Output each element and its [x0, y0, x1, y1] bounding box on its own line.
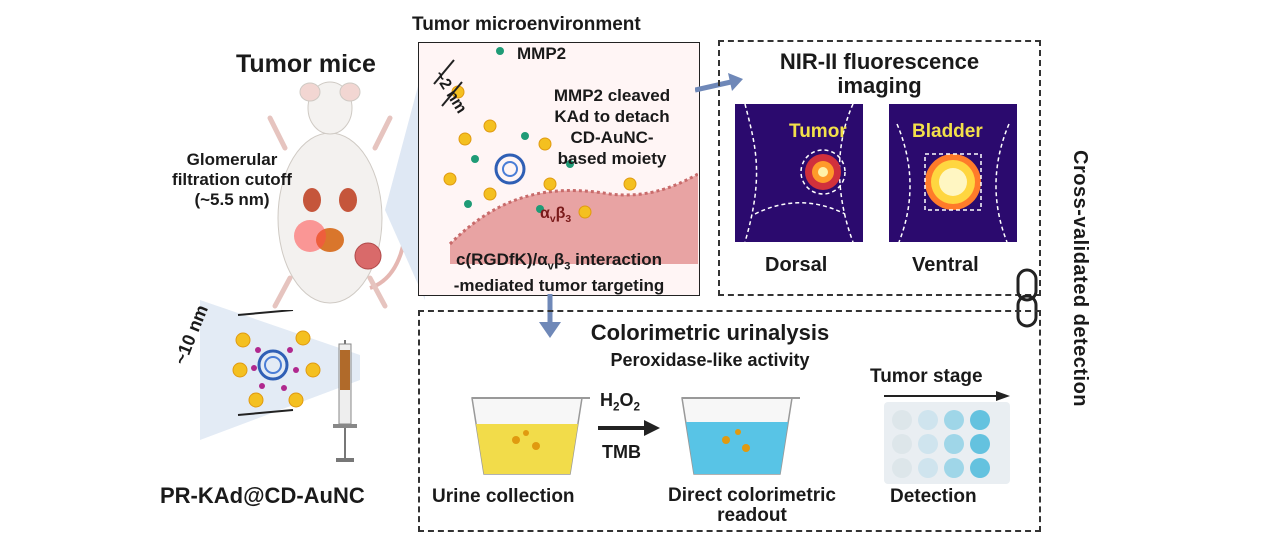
well-plate-illustration: [884, 402, 1010, 484]
direct-readout-label: Direct colorimetric readout: [632, 486, 872, 526]
probe-name: PR-KAd@CD-AuNC: [160, 483, 365, 508]
tme-illustration: [433, 47, 698, 264]
h2o2-o: O: [619, 390, 634, 410]
urine-collection-label: Urine collection: [432, 486, 575, 507]
light-fan-decoration: [385, 60, 425, 300]
cleave-line-4: based moiety: [557, 149, 667, 168]
ventral-nir-image: [889, 104, 1017, 242]
colorimetric-box: [418, 310, 1041, 532]
integrin-beta: β: [555, 205, 566, 222]
readout-line-2: readout: [717, 505, 787, 526]
cleave-line-1: MMP2 cleaved: [553, 86, 671, 105]
tumor-mouse-illustration: [267, 81, 412, 309]
arrow-to-colorimetric: [539, 294, 561, 338]
tumor-targeting-description: c(RGDfK)/αvβ3 interaction -mediated tumo…: [420, 250, 698, 296]
colorimetric-title: Colorimetric urinalysis: [590, 320, 830, 345]
cleave-line-2: KAd to detach: [554, 107, 670, 126]
tmb-cup-illustration: [681, 397, 800, 475]
h2o2-reagent: H2O2: [600, 390, 640, 414]
urine-cup-illustration: [471, 397, 590, 475]
targeting-line-2: -mediated tumor targeting: [453, 276, 665, 296]
integrin-label: αvβ3: [540, 205, 571, 225]
readout-line-1: Direct colorimetric: [668, 485, 836, 506]
cross-validated-label: Cross-validated detection: [1069, 150, 1091, 408]
targeting-line-1: c(RGDfK)/αvβ3 interaction: [420, 250, 698, 276]
dorsal-nir-image: [735, 104, 863, 242]
tme-title: Tumor microenvironment: [412, 14, 641, 35]
syringe-icon: [333, 340, 357, 462]
mmp2-cleavage-description: MMP2 cleaved KAd to detach CD-AuNC- base…: [532, 85, 692, 169]
h2o2-sub2: 2: [633, 400, 641, 414]
nir-title-line-2: imaging: [837, 73, 922, 98]
cleave-line-3: CD-AuNC-: [570, 128, 654, 147]
integrin-sub-3: 3: [565, 214, 572, 226]
h2o2-sub1: 2: [613, 400, 620, 414]
bladder-label: Bladder: [912, 121, 983, 142]
filtration-cutoff-label: Glomerular filtration cutoff (~5.5 nm): [152, 150, 312, 210]
mouse-panel-title: Tumor mice: [236, 50, 376, 78]
colorimetric-subtitle: Peroxidase-like activity: [610, 350, 810, 370]
nir-imaging-box: [718, 40, 1041, 296]
reaction-arrow: [598, 420, 660, 436]
integrin-sub-v: v: [549, 214, 556, 226]
filtration-line-2: filtration cutoff: [172, 170, 292, 189]
tumor-stage-label: Tumor stage: [870, 366, 983, 387]
arrow-to-nir-imaging: [695, 73, 743, 93]
tmb-reagent: TMB: [602, 442, 641, 462]
filtration-line-3: (~5.5 nm): [194, 190, 270, 209]
targeting-line-1c: interaction: [570, 250, 662, 269]
probe-nanocluster-illustration: [232, 310, 321, 416]
targeting-sub-v: v: [547, 260, 554, 273]
integrin-alpha: α: [540, 205, 550, 222]
targeting-sub-3: 3: [564, 260, 571, 273]
nir-title-line-1: NIR-II fluorescence: [779, 49, 980, 74]
tumor-stage-arrow: [884, 391, 1010, 401]
ventral-label: Ventral: [912, 254, 979, 276]
mmp2-label: MMP2: [517, 44, 567, 63]
targeting-line-1a: c(RGDfK)/α: [456, 250, 548, 269]
filtration-line-1: Glomerular: [186, 150, 278, 169]
h2o2-h: H: [600, 390, 613, 410]
dorsal-label: Dorsal: [765, 254, 828, 276]
nir-imaging-title: NIR-II fluorescence imaging: [718, 50, 1041, 98]
targeting-line-1b: β: [553, 250, 565, 269]
tumor-label: Tumor: [789, 121, 847, 142]
detection-label: Detection: [890, 486, 977, 507]
